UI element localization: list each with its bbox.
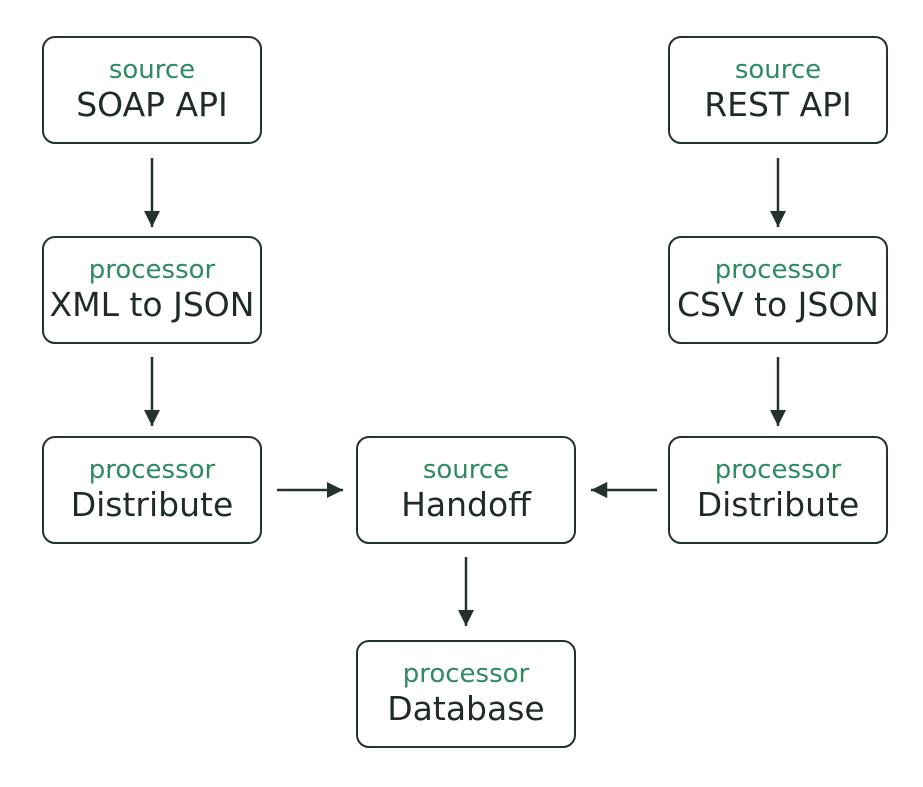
node-csv-to-json: processor CSV to JSON <box>668 236 888 344</box>
node-kind-label: processor <box>714 254 842 285</box>
node-title-label: XML to JSON <box>49 285 255 324</box>
node-title-label: Handoff <box>401 485 531 524</box>
node-kind-label: processor <box>88 454 216 485</box>
node-soap-api: source SOAP API <box>42 36 262 144</box>
node-xml-to-json: processor XML to JSON <box>42 236 262 344</box>
node-kind-label: processor <box>402 658 530 689</box>
node-rest-api: source REST API <box>668 36 888 144</box>
node-handoff: source Handoff <box>356 436 576 544</box>
node-distribute-left: processor Distribute <box>42 436 262 544</box>
node-title-label: Database <box>387 689 545 728</box>
node-title-label: Distribute <box>696 485 860 524</box>
node-database: processor Database <box>356 640 576 748</box>
node-kind-label: processor <box>714 454 842 485</box>
node-distribute-right: processor Distribute <box>668 436 888 544</box>
node-kind-label: source <box>422 454 510 485</box>
node-title-label: CSV to JSON <box>676 285 879 324</box>
node-title-label: SOAP API <box>76 85 228 124</box>
node-kind-label: source <box>734 54 822 85</box>
node-title-label: Distribute <box>70 485 234 524</box>
node-kind-label: source <box>108 54 196 85</box>
node-kind-label: processor <box>88 254 216 285</box>
node-title-label: REST API <box>704 85 852 124</box>
